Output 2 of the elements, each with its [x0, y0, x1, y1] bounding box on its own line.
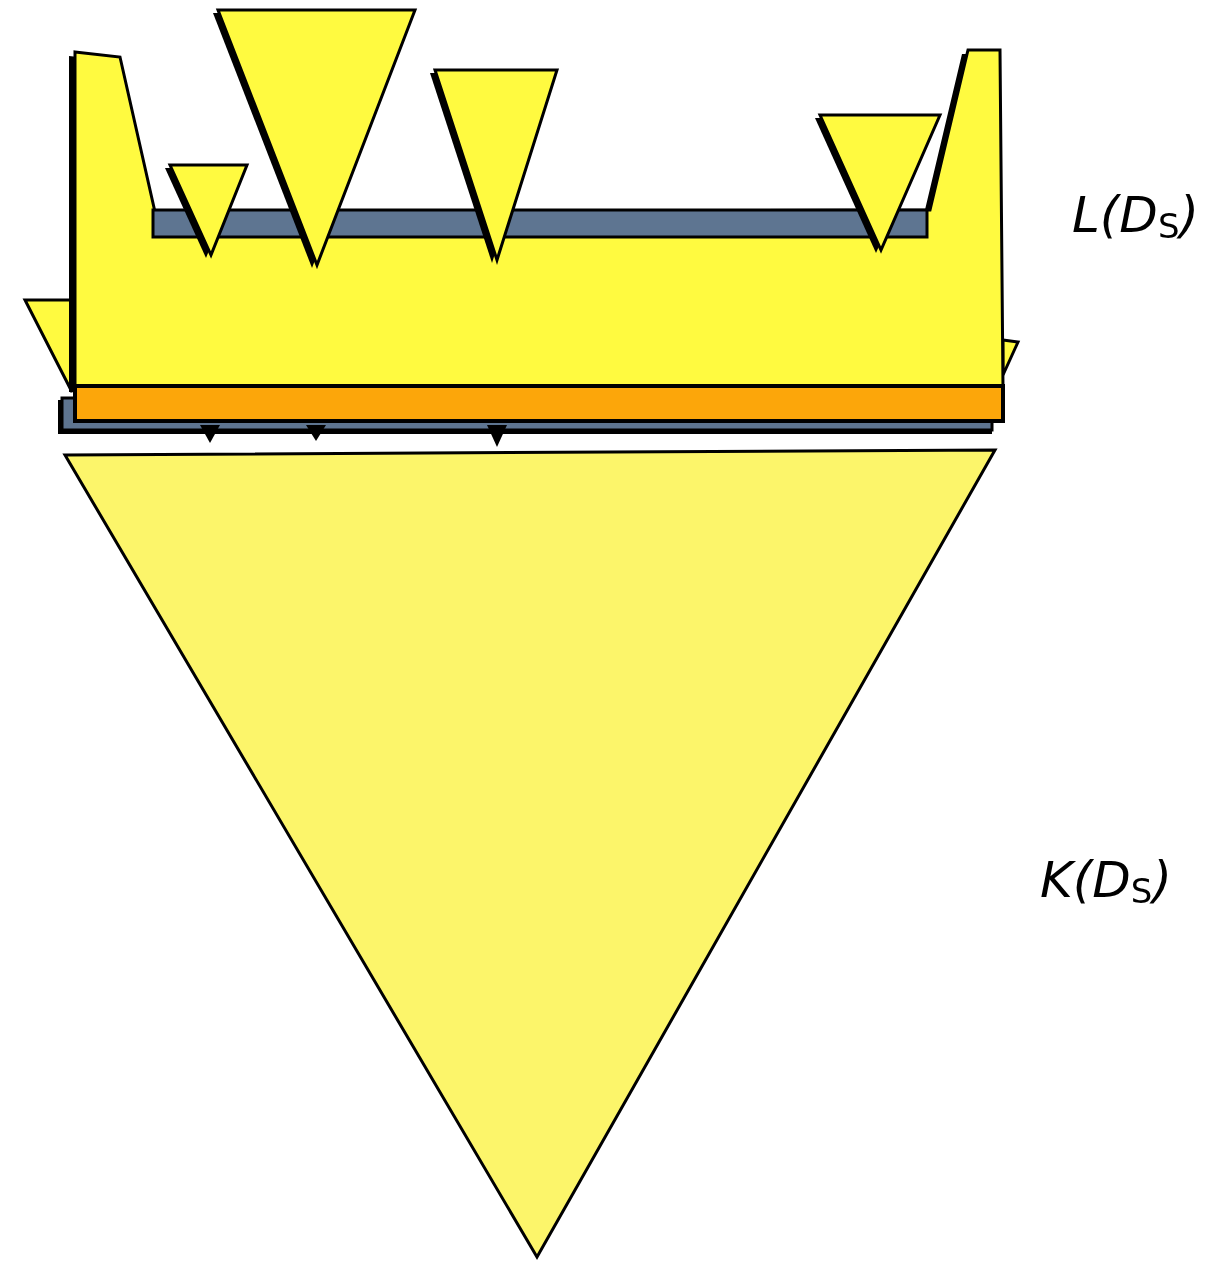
math-label: L(D$_{S}$) [1072, 190, 1199, 243]
math-label: K(D$_{S}$) [1040, 855, 1172, 908]
